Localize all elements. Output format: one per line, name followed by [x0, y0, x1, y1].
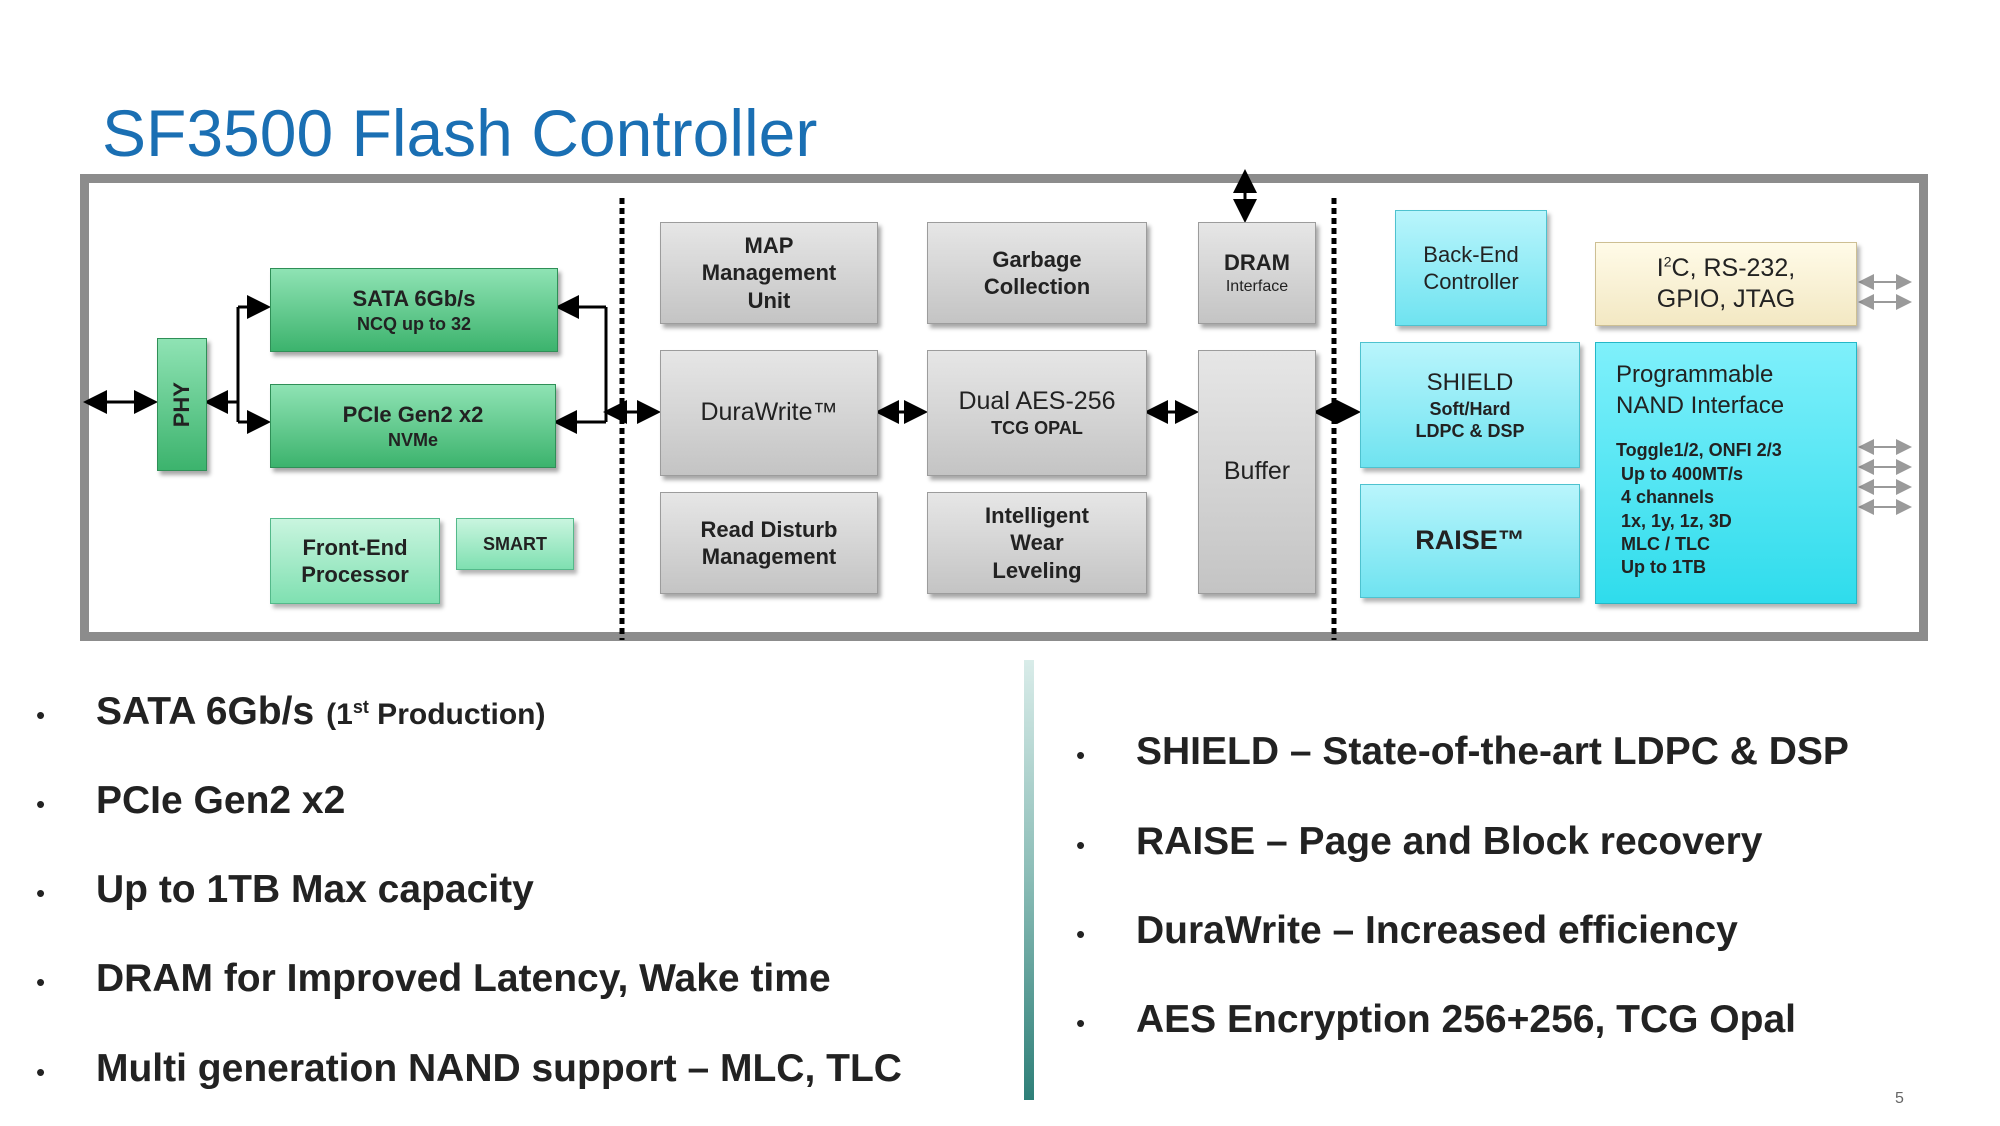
backend-line2: Controller	[1423, 269, 1519, 294]
phy-label: PHY	[169, 381, 195, 428]
wear-leveling-block: Intelligent Wear Leveling	[927, 492, 1147, 594]
left-bullet-2: • PCIe Gen2 x2	[36, 779, 345, 823]
left-bullet-4: • DRAM for Improved Latency, Wake time	[36, 957, 831, 1001]
durawrite-label: DuraWrite™	[700, 398, 838, 427]
left-bullet-3-text: Up to 1TB Max capacity	[96, 868, 534, 911]
left-bullet-3: • Up to 1TB Max capacity	[36, 868, 534, 912]
right-bullet-1: • SHIELD – State-of-the-art LDPC & DSP	[1076, 730, 1849, 774]
smart-label: SMART	[483, 533, 547, 554]
front-end-processor-block: Front-End Processor	[270, 518, 440, 604]
bullet-symbol: •	[36, 967, 46, 997]
raise-label: RAISE™	[1415, 525, 1525, 556]
pcie-line1: PCIe Gen2 x2	[342, 402, 484, 427]
nand-interface-block: Programmable NAND Interface Toggle1/2, O…	[1595, 342, 1857, 604]
buffer-block: Buffer	[1198, 350, 1316, 594]
right-bullet-3: • DuraWrite – Increased efficiency	[1076, 909, 1738, 953]
i2c-line1-post: C, RS-232,	[1671, 253, 1796, 282]
bullet-symbol: •	[36, 700, 46, 730]
nand-spec-3: 4 channels	[1621, 487, 1715, 508]
wear-line3: Leveling	[992, 557, 1082, 583]
bullet-symbol: •	[1076, 830, 1086, 860]
read-disturb-block: Read Disturb Management	[660, 492, 878, 594]
right-bullet-4: • AES Encryption 256+256, TCG Opal	[1076, 998, 1796, 1042]
map-line2: Management	[701, 260, 837, 286]
nand-spec-4: 1x, 1y, 1z, 3D	[1621, 510, 1732, 531]
sata-block: SATA 6Gb/s NCQ up to 32	[270, 268, 558, 352]
raise-block: RAISE™	[1360, 484, 1580, 598]
nand-spec-2: Up to 400MT/s	[1621, 463, 1744, 484]
bullet-symbol: •	[1076, 1008, 1086, 1038]
dram-line2: Interface	[1225, 277, 1289, 295]
right-bullet-1-text: SHIELD – State-of-the-art LDPC & DSP	[1136, 730, 1849, 773]
right-bullet-3-text: DuraWrite – Increased efficiency	[1136, 909, 1738, 952]
wear-line1: Intelligent	[985, 502, 1089, 528]
sata-line2: NCQ up to 32	[356, 313, 471, 334]
garbage-line2: Collection	[983, 274, 1091, 299]
right-bullet-4-text: AES Encryption 256+256, TCG Opal	[1136, 998, 1796, 1041]
front-end-line1: Front-End	[302, 534, 408, 560]
read-disturb-line1: Read Disturb	[700, 516, 838, 542]
map-line1: MAP	[744, 232, 794, 258]
dram-interface-block: DRAM Interface	[1198, 222, 1316, 324]
aes-line2: TCG OPAL	[991, 418, 1083, 439]
nand-spec-5: MLC / TLC	[1621, 533, 1710, 554]
i2c-line1-sup: 2	[1663, 253, 1672, 270]
left-bullet-5-text: Multi generation NAND support – MLC, TLC	[96, 1047, 902, 1090]
left-bullet-1-main: SATA 6Gb/s	[96, 690, 315, 733]
backend-line1: Back-End	[1423, 241, 1519, 267]
nand-spec-1: Toggle1/2, ONFI 2/3	[1616, 440, 1782, 461]
bullet-symbol: •	[36, 789, 46, 819]
bullet-symbol: •	[36, 878, 46, 908]
front-end-line2: Processor	[301, 562, 409, 587]
buffer-label: Buffer	[1223, 457, 1291, 486]
left-bullet-1: • SATA 6Gb/s (1st Production)	[36, 690, 546, 734]
i2c-line1: I2C, RS-232,	[1657, 253, 1795, 284]
pcie-block: PCIe Gen2 x2 NVMe	[270, 384, 556, 468]
map-management-block: MAP Management Unit	[660, 222, 878, 324]
bullet-symbol: •	[1076, 919, 1086, 949]
back-end-controller-block: Back-End Controller	[1395, 210, 1547, 326]
garbage-collection-block: Garbage Collection	[927, 222, 1147, 324]
garbage-line1: Garbage	[992, 246, 1082, 272]
aes-block: Dual AES-256 TCG OPAL	[927, 350, 1147, 476]
page-number: 5	[1895, 1090, 1904, 1107]
shield-line1: SHIELD	[1426, 368, 1514, 396]
column-divider	[1024, 660, 1034, 1100]
sata-line1: SATA 6Gb/s	[352, 286, 476, 311]
shield-line2: Soft/Hard	[1429, 398, 1511, 419]
read-disturb-line2: Management	[701, 544, 837, 569]
i2c-block: I2C, RS-232, GPIO, JTAG	[1595, 242, 1857, 326]
nand-title-line1: Programmable	[1616, 361, 1774, 388]
bullet-symbol: •	[36, 1057, 46, 1087]
map-line3: Unit	[747, 287, 791, 313]
pcie-line2: NVMe	[387, 429, 438, 450]
left-bullet-1-pre: (1	[326, 698, 353, 731]
left-bullet-2-text: PCIe Gen2 x2	[96, 779, 346, 822]
phy-block: PHY	[157, 338, 207, 471]
i2c-line2: GPIO, JTAG	[1656, 285, 1796, 313]
wear-line2: Wear	[1010, 530, 1064, 556]
left-bullet-1-note: (1st Production)	[326, 697, 545, 732]
left-bullet-1-post: Production)	[368, 698, 546, 731]
durawrite-block: DuraWrite™	[660, 350, 878, 476]
smart-block: SMART	[456, 518, 574, 570]
shield-block: SHIELD Soft/Hard LDPC & DSP	[1360, 342, 1580, 468]
right-bullet-2-text: RAISE – Page and Block recovery	[1136, 820, 1763, 863]
right-bullet-2: • RAISE – Page and Block recovery	[1076, 820, 1762, 864]
slide-title: SF3500 Flash Controller	[102, 96, 818, 170]
shield-line3: LDPC & DSP	[1415, 421, 1525, 441]
left-bullet-4-text: DRAM for Improved Latency, Wake time	[96, 957, 831, 1000]
dram-line1: DRAM	[1224, 250, 1290, 276]
i2c-line1-pre: I	[1656, 253, 1664, 282]
nand-spec-6: Up to 1TB	[1621, 557, 1706, 578]
nand-title-line2: NAND Interface	[1616, 392, 1785, 420]
bullet-symbol: •	[1076, 740, 1086, 770]
left-bullet-5: • Multi generation NAND support – MLC, T…	[36, 1047, 902, 1091]
aes-line1: Dual AES-256	[958, 387, 1116, 416]
left-bullet-1-sup: st	[352, 697, 369, 717]
